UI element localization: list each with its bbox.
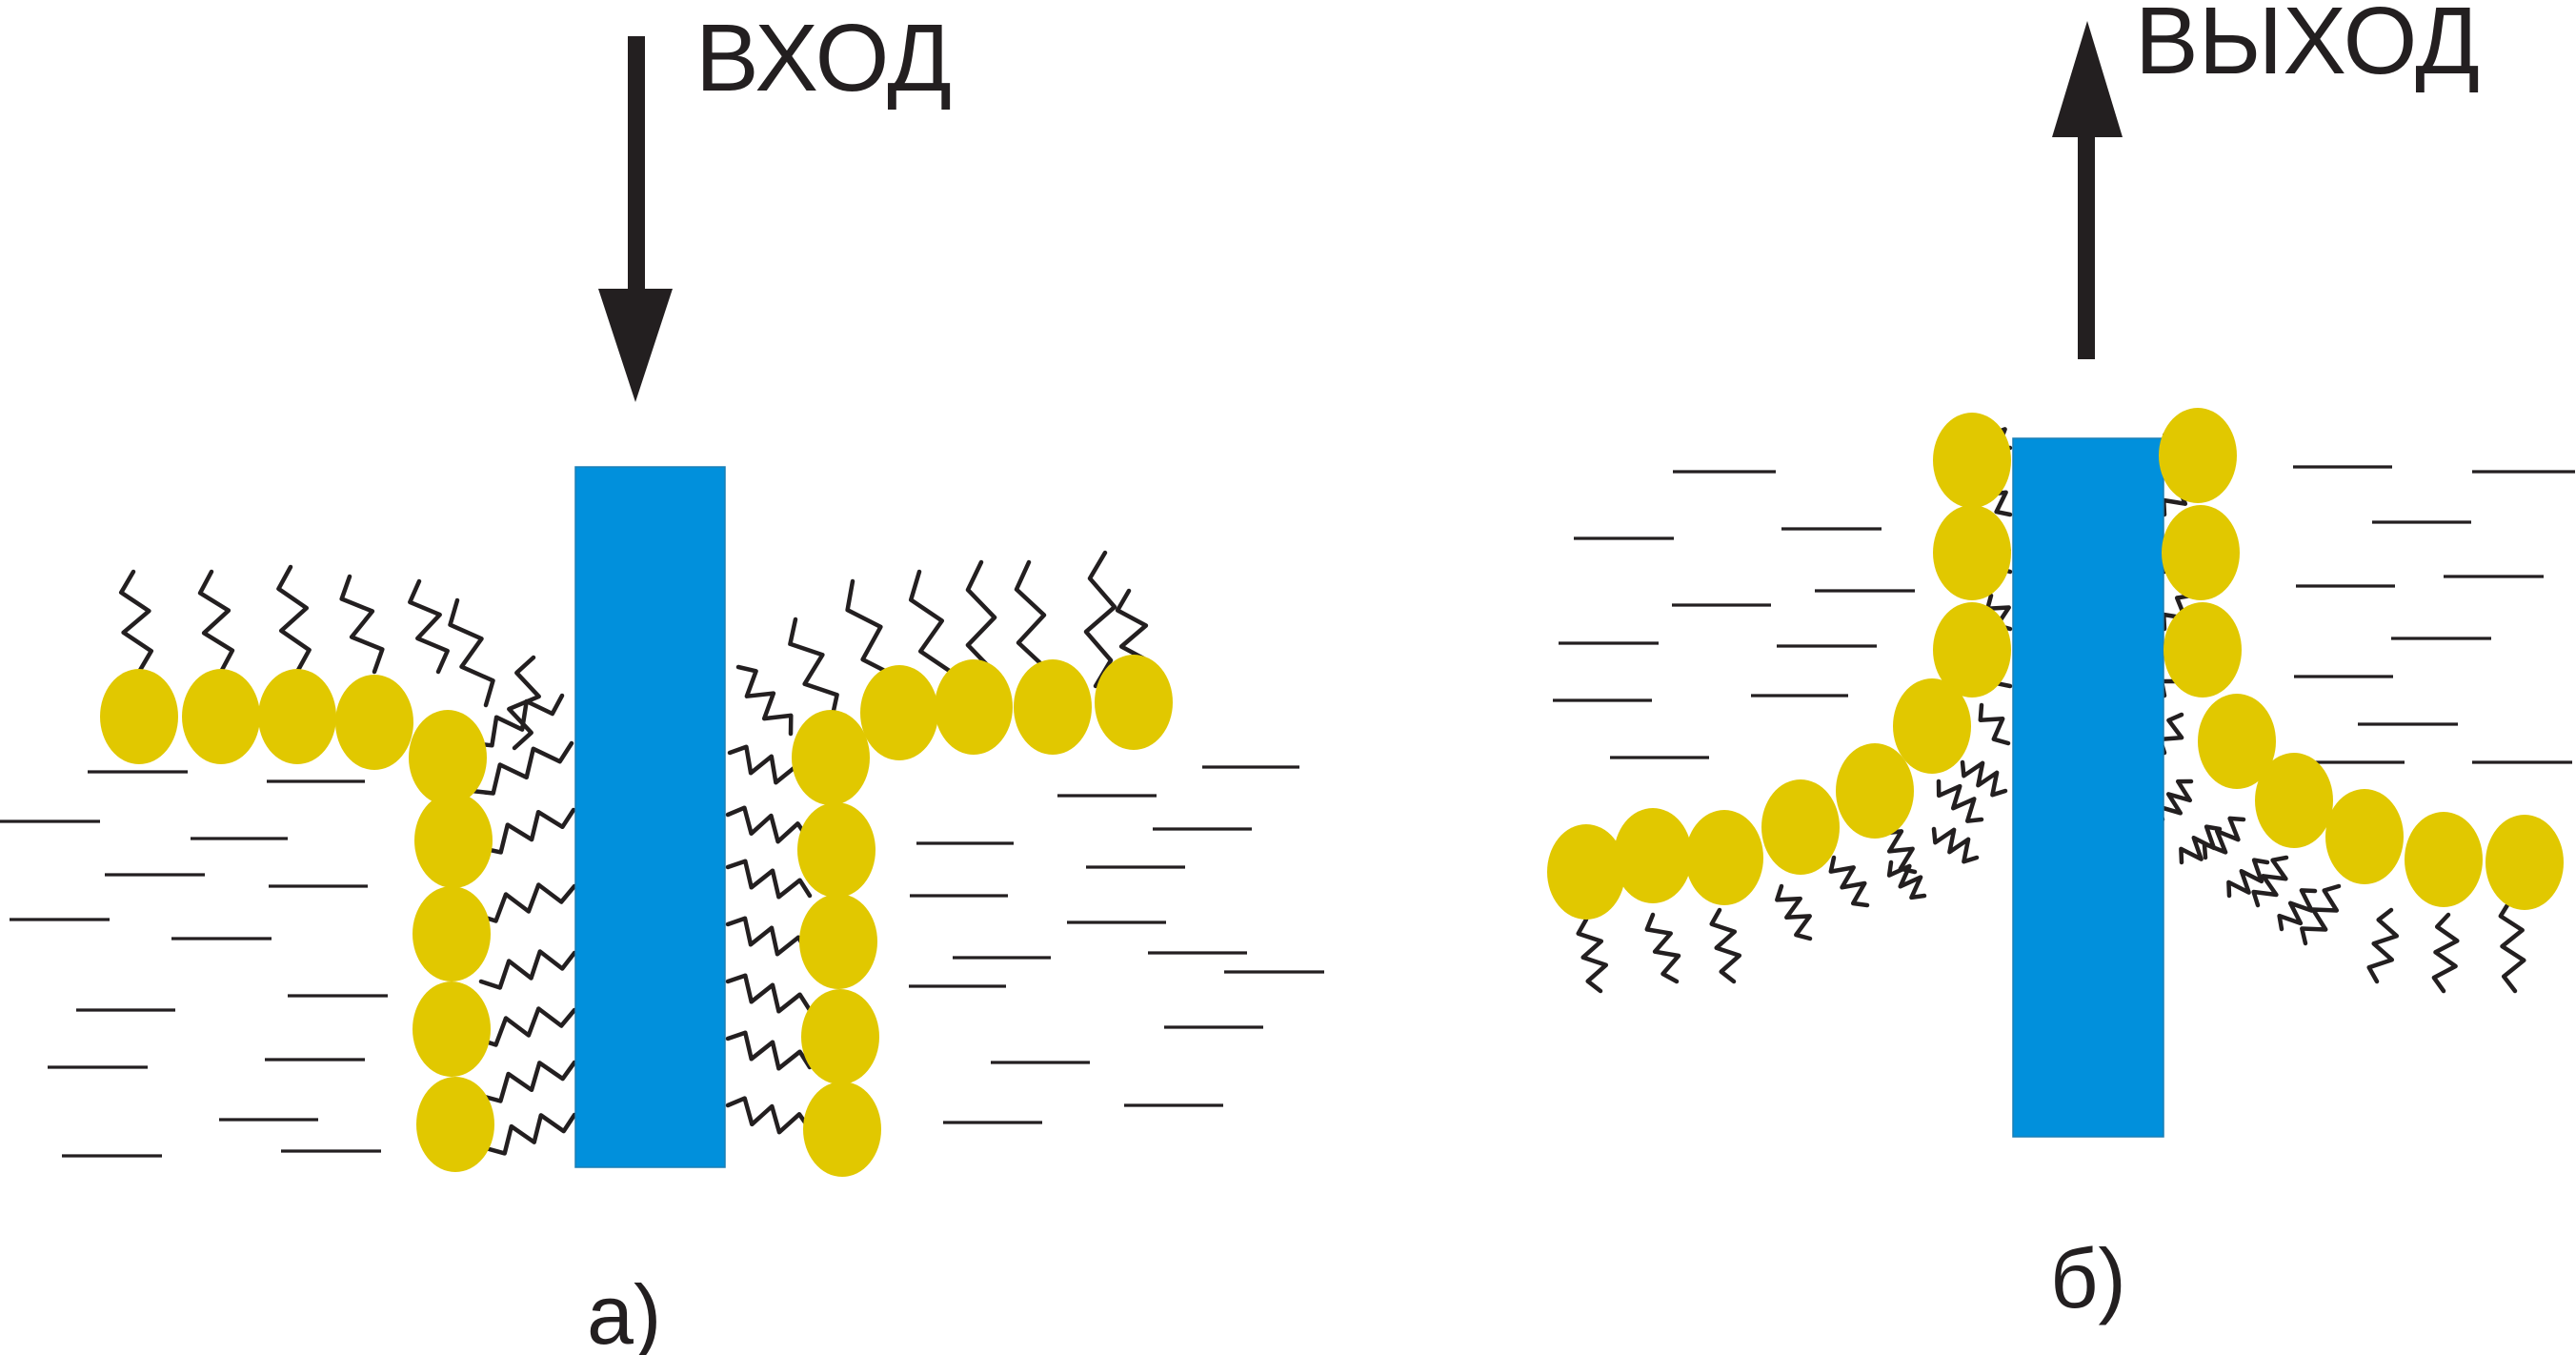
lipid-tail [735, 664, 794, 737]
lipid-tail [469, 740, 574, 796]
lipid-head [1893, 678, 1971, 774]
lipid-tail [2251, 855, 2289, 908]
lipid-tail [2431, 912, 2460, 994]
lipid-tail [1936, 779, 1984, 823]
lipid-tail [725, 1030, 813, 1071]
arrow-down-icon [598, 36, 673, 402]
channel-block-a [574, 466, 726, 1168]
lipid-head [413, 886, 491, 981]
lipid-head [258, 669, 336, 764]
lipid-tail [1931, 826, 1980, 864]
lipid-tail [478, 1060, 577, 1103]
lipid-tail [408, 578, 450, 675]
panel-a: ВХОД а) [0, 5, 1324, 1355]
lipid-heads-a [100, 655, 1173, 1177]
lipid-head [1933, 602, 2011, 698]
lipid-tail [469, 693, 565, 748]
label-entry: ВХОД [695, 5, 952, 111]
lipid-tail [1886, 860, 1927, 900]
lipid-tail [1644, 912, 1681, 984]
panel-b: ВЫХОД б) [1547, 0, 2575, 1325]
lipid-tail [339, 574, 385, 675]
lipid-head [335, 675, 413, 770]
lipid-head [2162, 505, 2240, 600]
lipid-tail [473, 882, 577, 923]
lipid-tail [725, 916, 811, 957]
lipid-head [1761, 779, 1840, 875]
lipid-head [1933, 413, 2011, 508]
arrow-up-icon [2052, 21, 2123, 359]
water-lines-a [0, 765, 1324, 1158]
lipid-head [935, 659, 1013, 755]
lipid-head [2198, 694, 2276, 789]
lipid-head [1933, 505, 2011, 600]
lipid-tail [725, 973, 813, 1014]
lipid-head [1685, 810, 1763, 905]
lipid-head [801, 989, 879, 1084]
lipid-tail [276, 564, 312, 675]
lipid-head [2159, 408, 2237, 503]
lipid-head [1547, 824, 1625, 920]
lipid-tail [473, 1006, 577, 1047]
lipid-tail [788, 617, 839, 722]
lipid-head [2255, 753, 2333, 848]
lipid-head [1014, 659, 1092, 755]
lipid-tail [197, 569, 235, 675]
lipid-head [2485, 815, 2564, 910]
lipid-tail [1960, 759, 2008, 798]
lipid-tail [483, 1112, 577, 1156]
lipid-tail [725, 1096, 813, 1135]
lipid-tail [1775, 883, 1813, 941]
lipid-head [409, 710, 487, 805]
lipid-tail [2366, 907, 2400, 984]
lipid-tail [478, 807, 576, 855]
lipid-head [414, 793, 493, 888]
lipid-head [413, 981, 491, 1077]
lipid-head [182, 669, 260, 764]
lipid-head [860, 665, 938, 760]
lipid-tail [478, 949, 577, 990]
lipid-tail [118, 569, 154, 675]
lipid-head [416, 1077, 494, 1172]
lipid-tail [448, 597, 495, 708]
lipid-tail [1978, 702, 2011, 746]
lipid-head [2325, 789, 2404, 884]
lipid-tail [1576, 917, 1609, 994]
lipid-tail [725, 859, 813, 900]
lipid-head [2405, 812, 2483, 907]
lipid-tail [507, 655, 541, 751]
lipid-head [2163, 602, 2242, 698]
lipid-head [797, 802, 875, 898]
lipid-head [1836, 743, 1914, 839]
lipid-head [100, 669, 178, 764]
lipid-tail [2226, 858, 2270, 899]
lipid-tail [2277, 888, 2318, 932]
lipid-head [792, 710, 870, 805]
lipid-tail [1828, 855, 1870, 908]
lipid-tail [1083, 550, 1117, 689]
water-lines-b [1553, 465, 2575, 764]
lipid-head [799, 894, 877, 989]
lipid-head [1095, 655, 1173, 750]
lipid-head [803, 1082, 881, 1177]
caption-a: а) [587, 1267, 661, 1355]
channel-block-b [2012, 437, 2164, 1138]
lipid-tail [2179, 824, 2223, 865]
lipid-tail [1709, 907, 1742, 984]
lipid-tail [2498, 898, 2526, 994]
lipid-heads-b [1547, 408, 2564, 920]
lipid-tail [725, 805, 811, 844]
lipid-tail [2300, 883, 2342, 946]
lipid-head [1614, 808, 1692, 903]
label-exit: ВЫХОД [2135, 0, 2480, 94]
caption-b: б) [2050, 1231, 2126, 1325]
